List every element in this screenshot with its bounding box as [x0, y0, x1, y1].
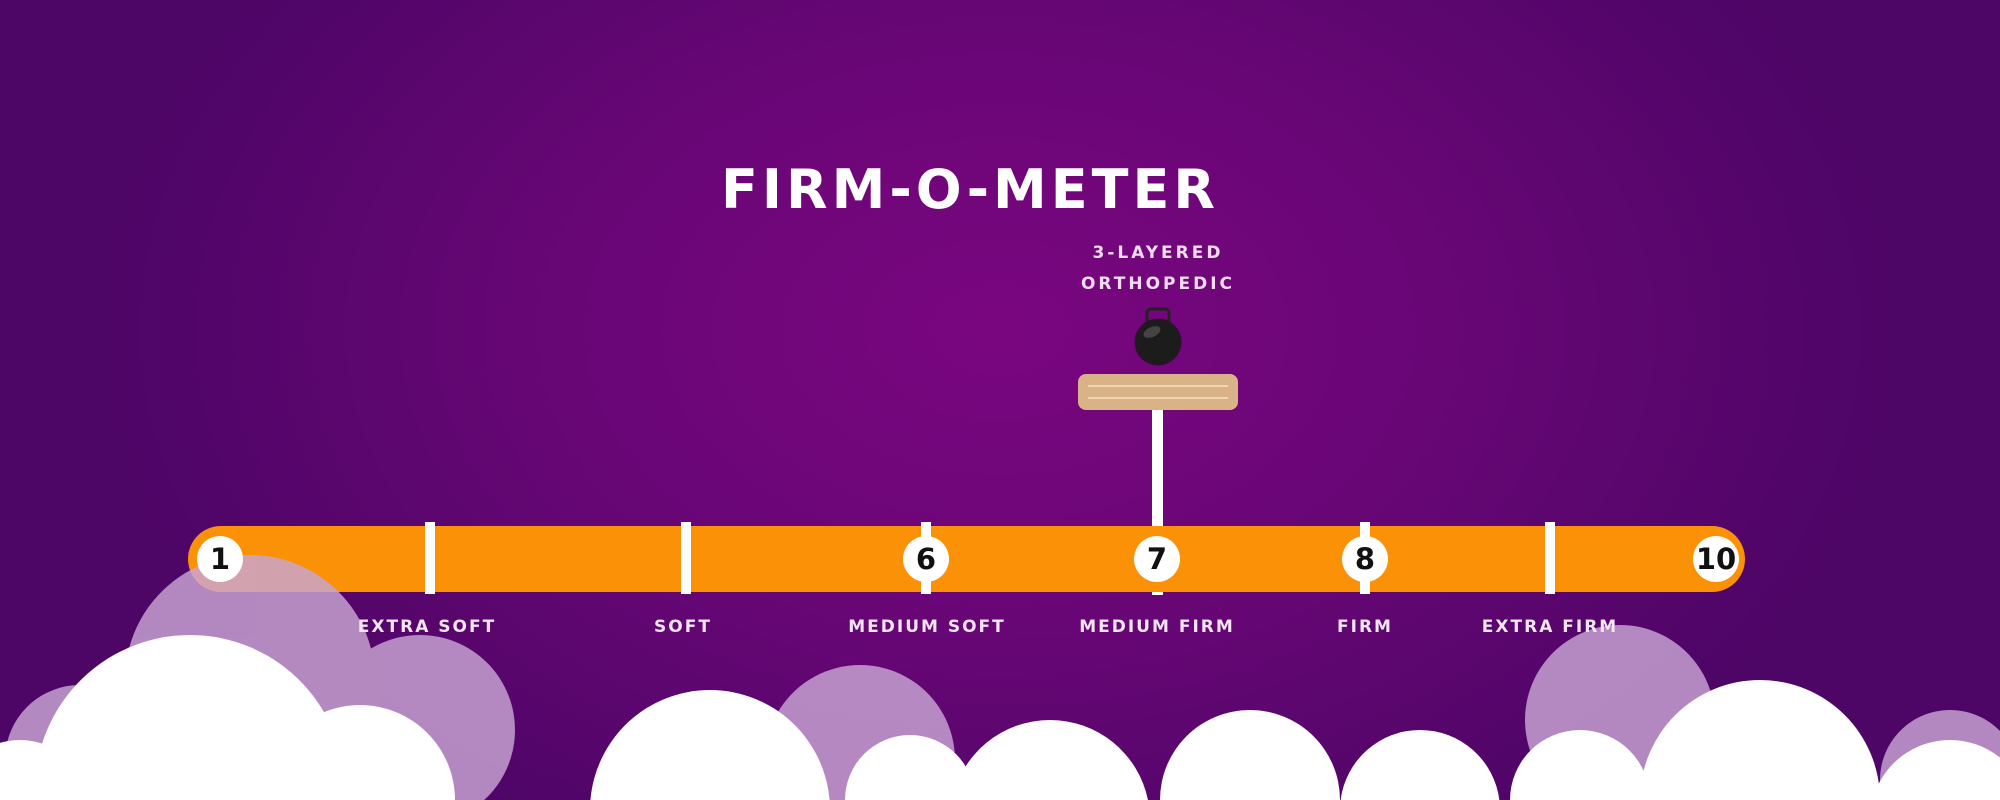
scale-label-medium-firm: MEDIUM FIRM — [1079, 617, 1235, 637]
scale-label-medium-soft: MEDIUM SOFT — [848, 617, 1006, 637]
scale-number-1: 1 — [197, 536, 243, 582]
cloud-puff — [35, 635, 346, 800]
scale-label-extra-firm: EXTRA FIRM — [1481, 617, 1619, 637]
scale-number-10: 10 — [1693, 536, 1739, 582]
kettlebell-weight-icon — [1134, 307, 1182, 366]
scale-number-6: 6 — [903, 536, 949, 582]
indicator-label: 3-LAYERED ORTHOPEDIC — [1058, 238, 1258, 300]
scale-label-soft: SOFT — [654, 617, 712, 637]
cloud-puff — [1510, 730, 1650, 800]
indicator-label-line1: 3-LAYERED — [1092, 243, 1224, 263]
scale-label-extra-soft: EXTRA SOFT — [357, 617, 497, 637]
indicator-stem — [1152, 405, 1163, 595]
page-title: FIRM-O-METER — [721, 158, 1219, 221]
scale-tick — [425, 522, 435, 594]
cloud-puff — [590, 690, 830, 800]
cloud-puff — [845, 735, 975, 800]
firmness-scale-bar — [188, 526, 1745, 592]
cloud-puff — [0, 740, 90, 800]
scale-tick — [1545, 522, 1555, 594]
cloud-puff — [265, 705, 455, 800]
cloud-puff — [1640, 680, 1880, 800]
scale-label-firm: FIRM — [1337, 617, 1393, 637]
cloud-puff — [1340, 729, 1500, 800]
indicator-label-line2: ORTHOPEDIC — [1080, 274, 1236, 294]
scale-tick — [681, 522, 691, 594]
mattress-icon — [1078, 374, 1238, 410]
cloud-puff — [1872, 740, 2000, 800]
scale-number-8: 8 — [1342, 536, 1388, 582]
cloud-puff — [952, 720, 1148, 800]
cloud-puff — [1160, 710, 1340, 800]
scale-number-7: 7 — [1134, 536, 1180, 582]
